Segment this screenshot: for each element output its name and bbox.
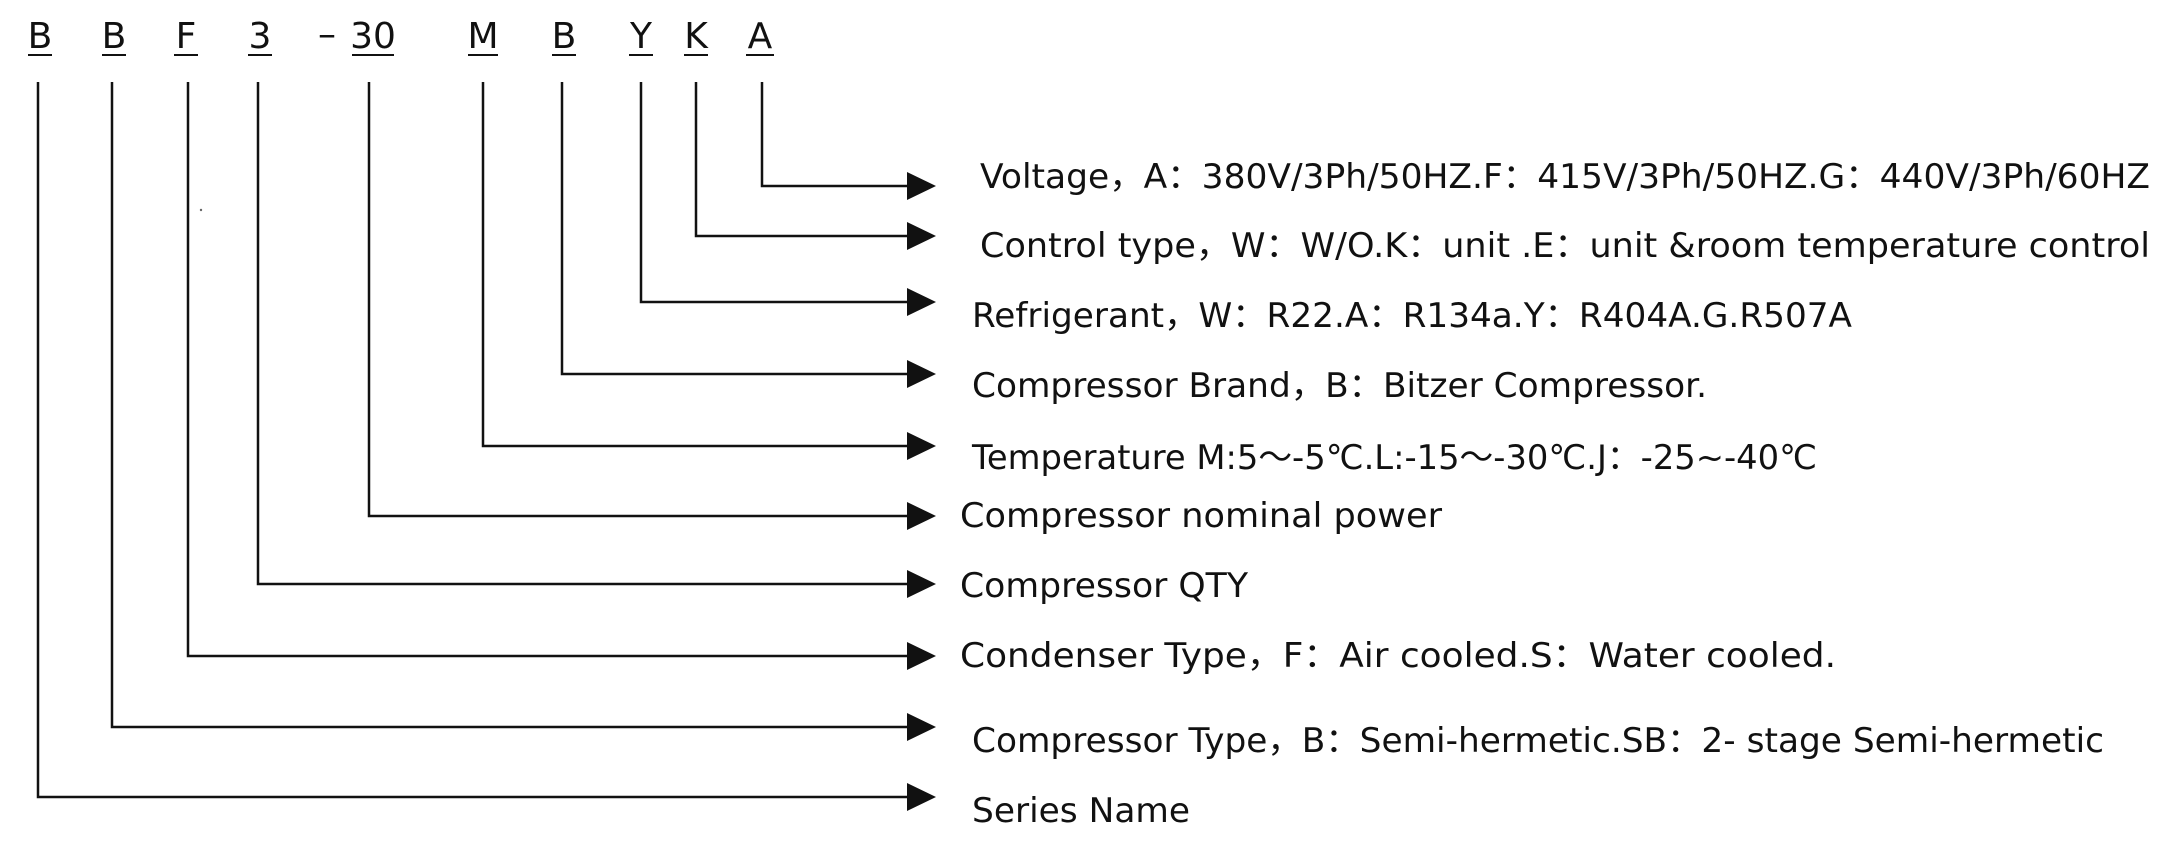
code-letter-series: B xyxy=(28,16,53,57)
arrowhead-compressor-type xyxy=(907,713,936,741)
description-series-name: Series Name xyxy=(972,791,1190,831)
code-letter-brand: B xyxy=(552,16,577,57)
connector-nominal-power xyxy=(367,82,910,518)
stray-dot xyxy=(199,208,203,212)
code-dash: – xyxy=(318,14,336,55)
arrowhead-brand xyxy=(907,360,936,388)
arrowhead-control-type xyxy=(907,222,936,250)
code-letter-temperature: M xyxy=(467,16,498,57)
code-letter-compressor-qty: 3 xyxy=(249,16,272,57)
description-compressor-qty: Compressor QTY xyxy=(960,566,1248,606)
arrowhead-compressor-qty xyxy=(907,570,936,598)
code-letter-control-type: K xyxy=(684,16,709,57)
arrowhead-temperature xyxy=(907,432,936,460)
arrowhead-voltage xyxy=(907,172,936,200)
connector-compressor-qty xyxy=(256,82,910,586)
description-control-type: Control type，W：W/O.K：unit .E：unit &room … xyxy=(980,226,2150,266)
code-letter-voltage: A xyxy=(748,16,773,57)
connector-lines xyxy=(36,82,910,799)
description-condenser-type: Condenser Type，F：Air cooled.S：Water cool… xyxy=(960,636,1836,676)
code-letter-condenser-type: F xyxy=(176,16,197,57)
connector-series-name xyxy=(36,82,910,799)
arrowhead-refrigerant xyxy=(907,288,936,316)
description-nominal-power: Compressor nominal power xyxy=(960,496,1442,536)
description-voltage: Voltage，A：380V/3Ph/50HZ.F：415V/3Ph/50HZ.… xyxy=(980,157,2150,197)
description-compressor-type: Compressor Type，B：Semi-hermetic.SB：2- st… xyxy=(972,721,2104,761)
code-letter-nominal-power: 30 xyxy=(350,16,396,57)
connector-temperature xyxy=(481,82,910,448)
arrowhead-series-name xyxy=(907,783,936,811)
description-brand: Compressor Brand，B：Bitzer Compressor. xyxy=(972,366,1707,406)
code-letter-compressor-type: B xyxy=(102,16,127,57)
arrowheads xyxy=(907,172,936,811)
connector-voltage xyxy=(760,82,910,188)
connector-condenser-type xyxy=(186,82,910,658)
connector-brand xyxy=(560,82,910,376)
model-code: B B F 3 – 30 M B Y K A xyxy=(28,14,774,57)
arrowhead-nominal-power xyxy=(907,502,936,530)
description-temperature: Temperature M:5～-5℃.L:-15～-30℃.J：-25~-40… xyxy=(971,438,1817,478)
connector-refrigerant xyxy=(639,82,910,304)
descriptions: Voltage，A：380V/3Ph/50HZ.F：415V/3Ph/50HZ.… xyxy=(960,157,2150,831)
arrowhead-condenser-type xyxy=(907,642,936,670)
description-refrigerant: Refrigerant，W：R22.A：R134a.Y：R404A.G.R507… xyxy=(972,296,1852,336)
code-letter-refrigerant: Y xyxy=(629,16,653,57)
connector-control-type xyxy=(694,82,910,238)
connector-compressor-type xyxy=(110,82,910,729)
